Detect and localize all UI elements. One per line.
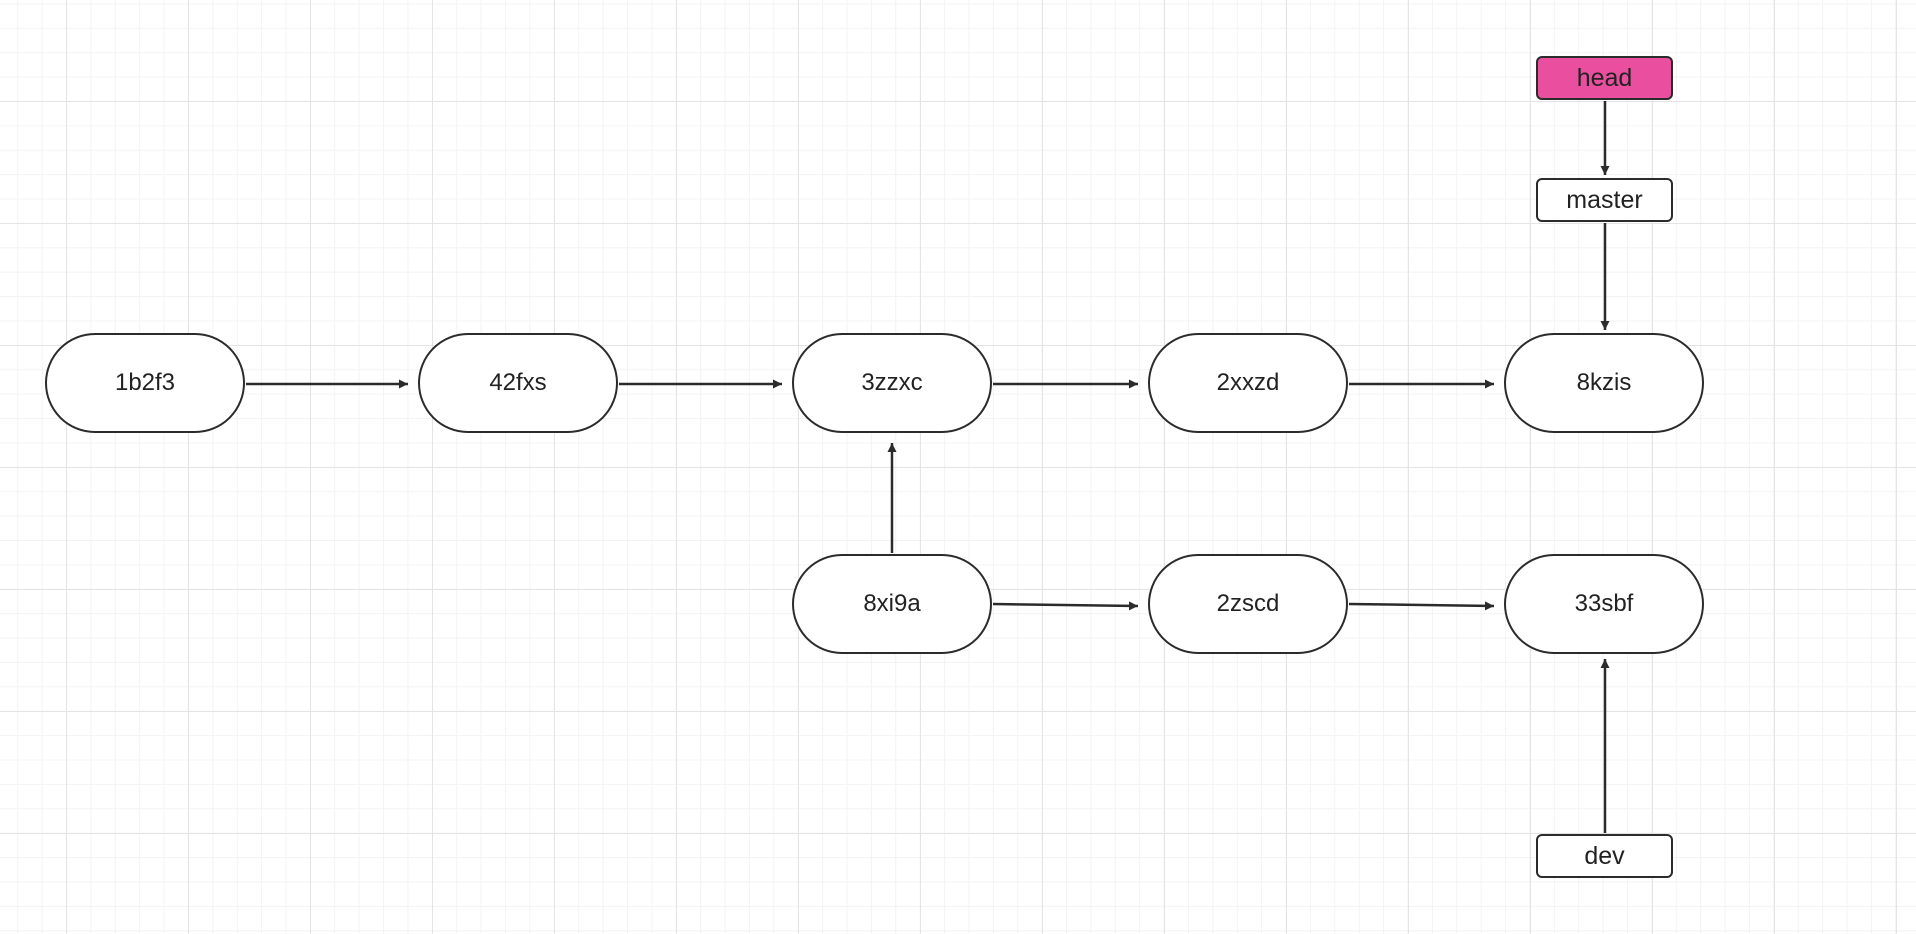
commit-node-33sbf[interactable]: 33sbf [1504,554,1704,654]
ref-head-label[interactable]: head [1536,56,1673,100]
edge-2zscd-33sbf [1348,601,1495,611]
commit-node-1b2f3[interactable]: 1b2f3 [45,333,245,433]
commit-node-3zzxc[interactable]: 3zzxc [792,333,992,433]
commit-node-8kzis[interactable]: 8kzis [1504,333,1704,433]
commit-node-42fxs[interactable]: 42fxs [418,333,618,433]
edge-8xi9a-2zscd [992,601,1139,611]
commit-node-8xi9a[interactable]: 8xi9a [792,554,992,654]
ref-master-label[interactable]: master [1536,178,1673,222]
commit-node-2zscd[interactable]: 2zscd [1148,554,1348,654]
ref-dev-label[interactable]: dev [1536,834,1673,878]
commit-node-2xxzd[interactable]: 2xxzd [1148,333,1348,433]
